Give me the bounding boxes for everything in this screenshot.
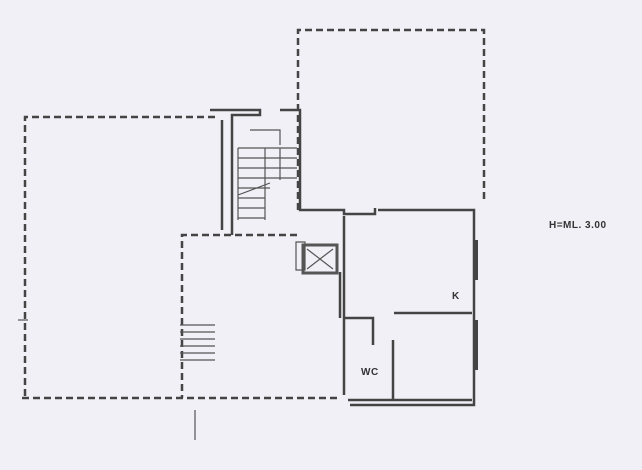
entrance-steps	[18, 319, 215, 440]
lift-shaft	[295, 241, 339, 275]
wc-label: WC	[361, 367, 379, 378]
top-right-unit-outline	[296, 28, 486, 210]
middle-unit-outline	[180, 233, 297, 398]
height-note: H=ML. 3.00	[549, 220, 607, 231]
apartment-walls	[338, 208, 478, 407]
stairwell	[210, 108, 377, 235]
kitchen-label: K	[452, 291, 460, 302]
